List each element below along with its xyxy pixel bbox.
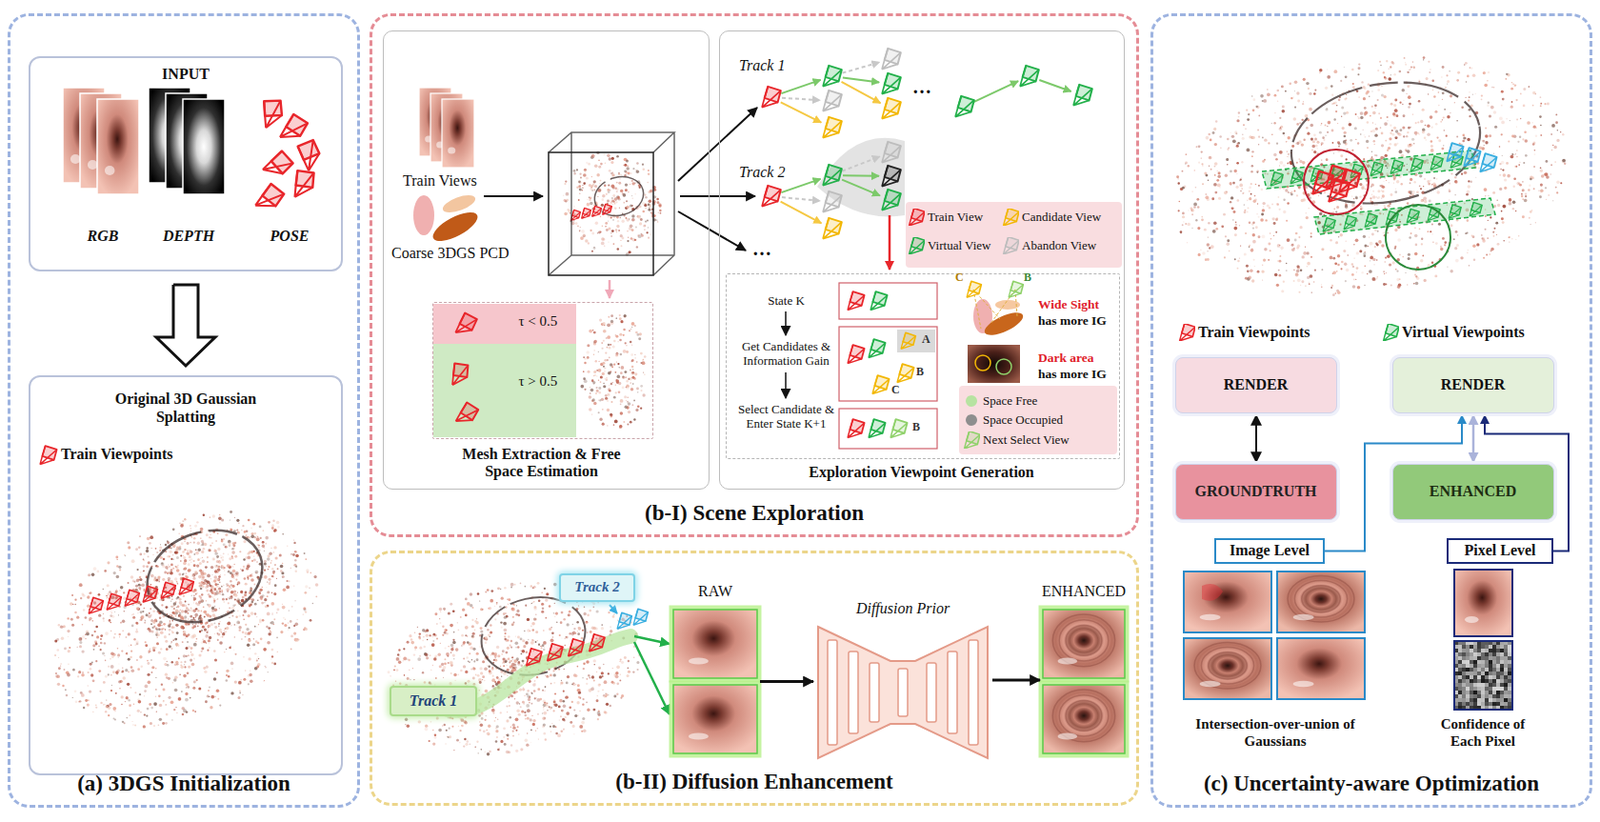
figure: INPUTRGBDEPTHPOSEOriginal 3D Gaussian Sp…	[0, 0, 1600, 822]
